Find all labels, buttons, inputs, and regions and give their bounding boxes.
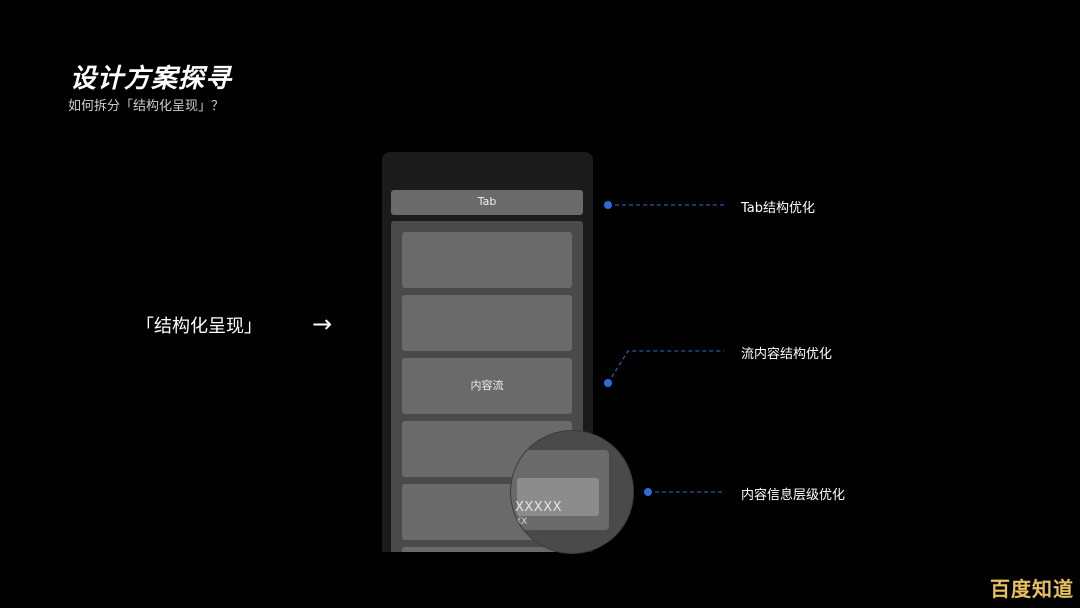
feed-card: [402, 232, 572, 288]
zoomed-meta-text: XX: [515, 517, 528, 527]
connector-feed: [607, 350, 724, 384]
tab-bar-block: Tab: [391, 190, 583, 215]
concept-label: 「结构化呈现」: [136, 316, 262, 337]
page-title: 设计方案探寻: [70, 64, 233, 94]
watermark-logo: 百度知道: [990, 577, 1074, 601]
annotation-dot: [644, 488, 652, 496]
annotation-dot: [604, 201, 612, 209]
zoom-magnifier: XXXXX XX: [511, 431, 633, 553]
zoomed-card: [511, 450, 609, 530]
annotation-label-feed: 流内容结构优化: [741, 347, 833, 362]
zoomed-title-text: XXXXX: [515, 500, 563, 515]
annotation-label-info: 内容信息层级优化: [741, 488, 846, 503]
right-arrow-icon: →: [312, 310, 333, 338]
page-subtitle: 如何拆分「结构化呈现」？: [68, 99, 225, 114]
phone-wireframe: Tab 内容流: [382, 152, 593, 552]
annotation-dot: [604, 379, 612, 387]
feed-card: [402, 547, 572, 552]
content-feed-block: 内容流: [391, 221, 583, 552]
feed-card: [402, 295, 572, 351]
feed-card-labeled: 内容流: [402, 358, 572, 414]
annotation-label-tab: Tab结构优化: [741, 201, 816, 216]
zoomed-image-block: [517, 478, 599, 516]
